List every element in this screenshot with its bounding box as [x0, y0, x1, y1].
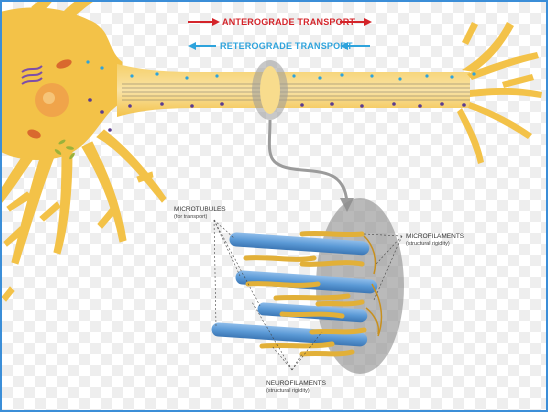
zoom-arrow	[269, 120, 354, 212]
microtubules-label: MICROTUBULES	[174, 206, 226, 213]
neuron-cell-body	[2, 2, 166, 301]
zoom-ring	[252, 60, 288, 120]
retrograde-label: RETEROGRADE TRANSPORT	[220, 41, 353, 51]
anterograde-label: ANTEROGRADE TRANSPORT	[222, 17, 356, 27]
microfilaments-sublabel: (structural rigidity)	[406, 241, 450, 247]
microtubules-sublabel: (for transport)	[174, 214, 207, 220]
microfilaments-label: MICROFILAMENTS	[406, 233, 465, 240]
neurofilaments-sublabel: (structural rigidity)	[266, 388, 310, 394]
neurofilaments-label: NEUROFILAMENTS	[266, 380, 327, 387]
zoomed-cytoskeleton	[211, 198, 404, 374]
axon	[117, 64, 470, 117]
nucleus	[35, 83, 69, 117]
